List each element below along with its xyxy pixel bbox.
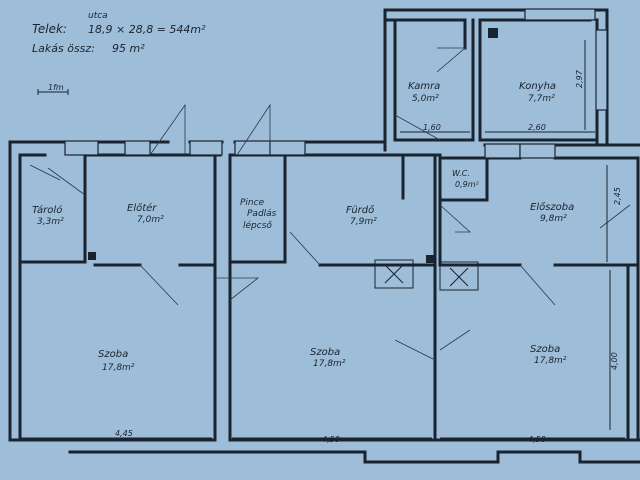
room-wc-area: 0,9m² [455, 180, 480, 189]
dim-kamra-width: 1,60 [423, 123, 441, 132]
dim-konyha-height: 2,97 [575, 69, 584, 88]
room-eloszoba-area: 9,8m² [540, 214, 567, 224]
dimension-lines [20, 40, 625, 439]
room-wc-name: W.C. [452, 169, 470, 178]
plot-label: Telek: [32, 22, 67, 36]
flat-total-label: Lakás össz: [32, 42, 95, 55]
street-label: utca [88, 11, 108, 21]
room-szoba3-area: 17,8m² [534, 356, 567, 366]
room-pince-line2: Padlás [247, 209, 277, 219]
room-szoba1-name: Szoba [98, 349, 128, 360]
dim-szoba1-width: 4,45 [115, 429, 133, 438]
scale-label: 1fm [48, 83, 64, 92]
room-tarolo-name: Tároló [32, 204, 62, 216]
room-kamra-area: 5,0m² [412, 94, 439, 104]
room-konyha-area: 7,7m² [528, 94, 555, 104]
room-szoba1-area: 17,8m² [102, 363, 135, 373]
dim-szoba-height: 4,00 [610, 352, 619, 370]
room-furdo-name: Fürdő [346, 204, 375, 216]
flat-total-value: 95 m² [112, 42, 145, 55]
dim-szoba2-width: 4,50 [322, 435, 340, 444]
door-swings [29, 47, 631, 361]
room-pince-line1: Pince [240, 198, 265, 208]
room-kamra-name: Kamra [408, 81, 440, 92]
room-pince-line3: lépcső [243, 220, 272, 231]
room-szoba3-name: Szoba [530, 344, 560, 355]
dim-konyha-width: 2,60 [528, 123, 546, 132]
dim-szoba3-width: 4,50 [528, 435, 546, 444]
dim-eloszoba-height: 2,45 [613, 187, 622, 205]
plot-value: 18,9 × 28,8 = 544m² [88, 23, 206, 36]
room-eloter-area: 7,0m² [137, 215, 164, 225]
room-tarolo-area: 3,3m² [37, 217, 64, 227]
room-konyha-name: Konyha [519, 81, 556, 92]
chimneys [88, 28, 498, 291]
walls [8, 8, 640, 464]
room-szoba2-name: Szoba [310, 347, 340, 358]
room-eloter-name: Előtér [127, 202, 157, 214]
room-eloszoba-name: Előszoba [530, 201, 574, 213]
room-szoba2-area: 17,8m² [313, 359, 346, 369]
room-furdo-area: 7,9m² [350, 217, 377, 227]
